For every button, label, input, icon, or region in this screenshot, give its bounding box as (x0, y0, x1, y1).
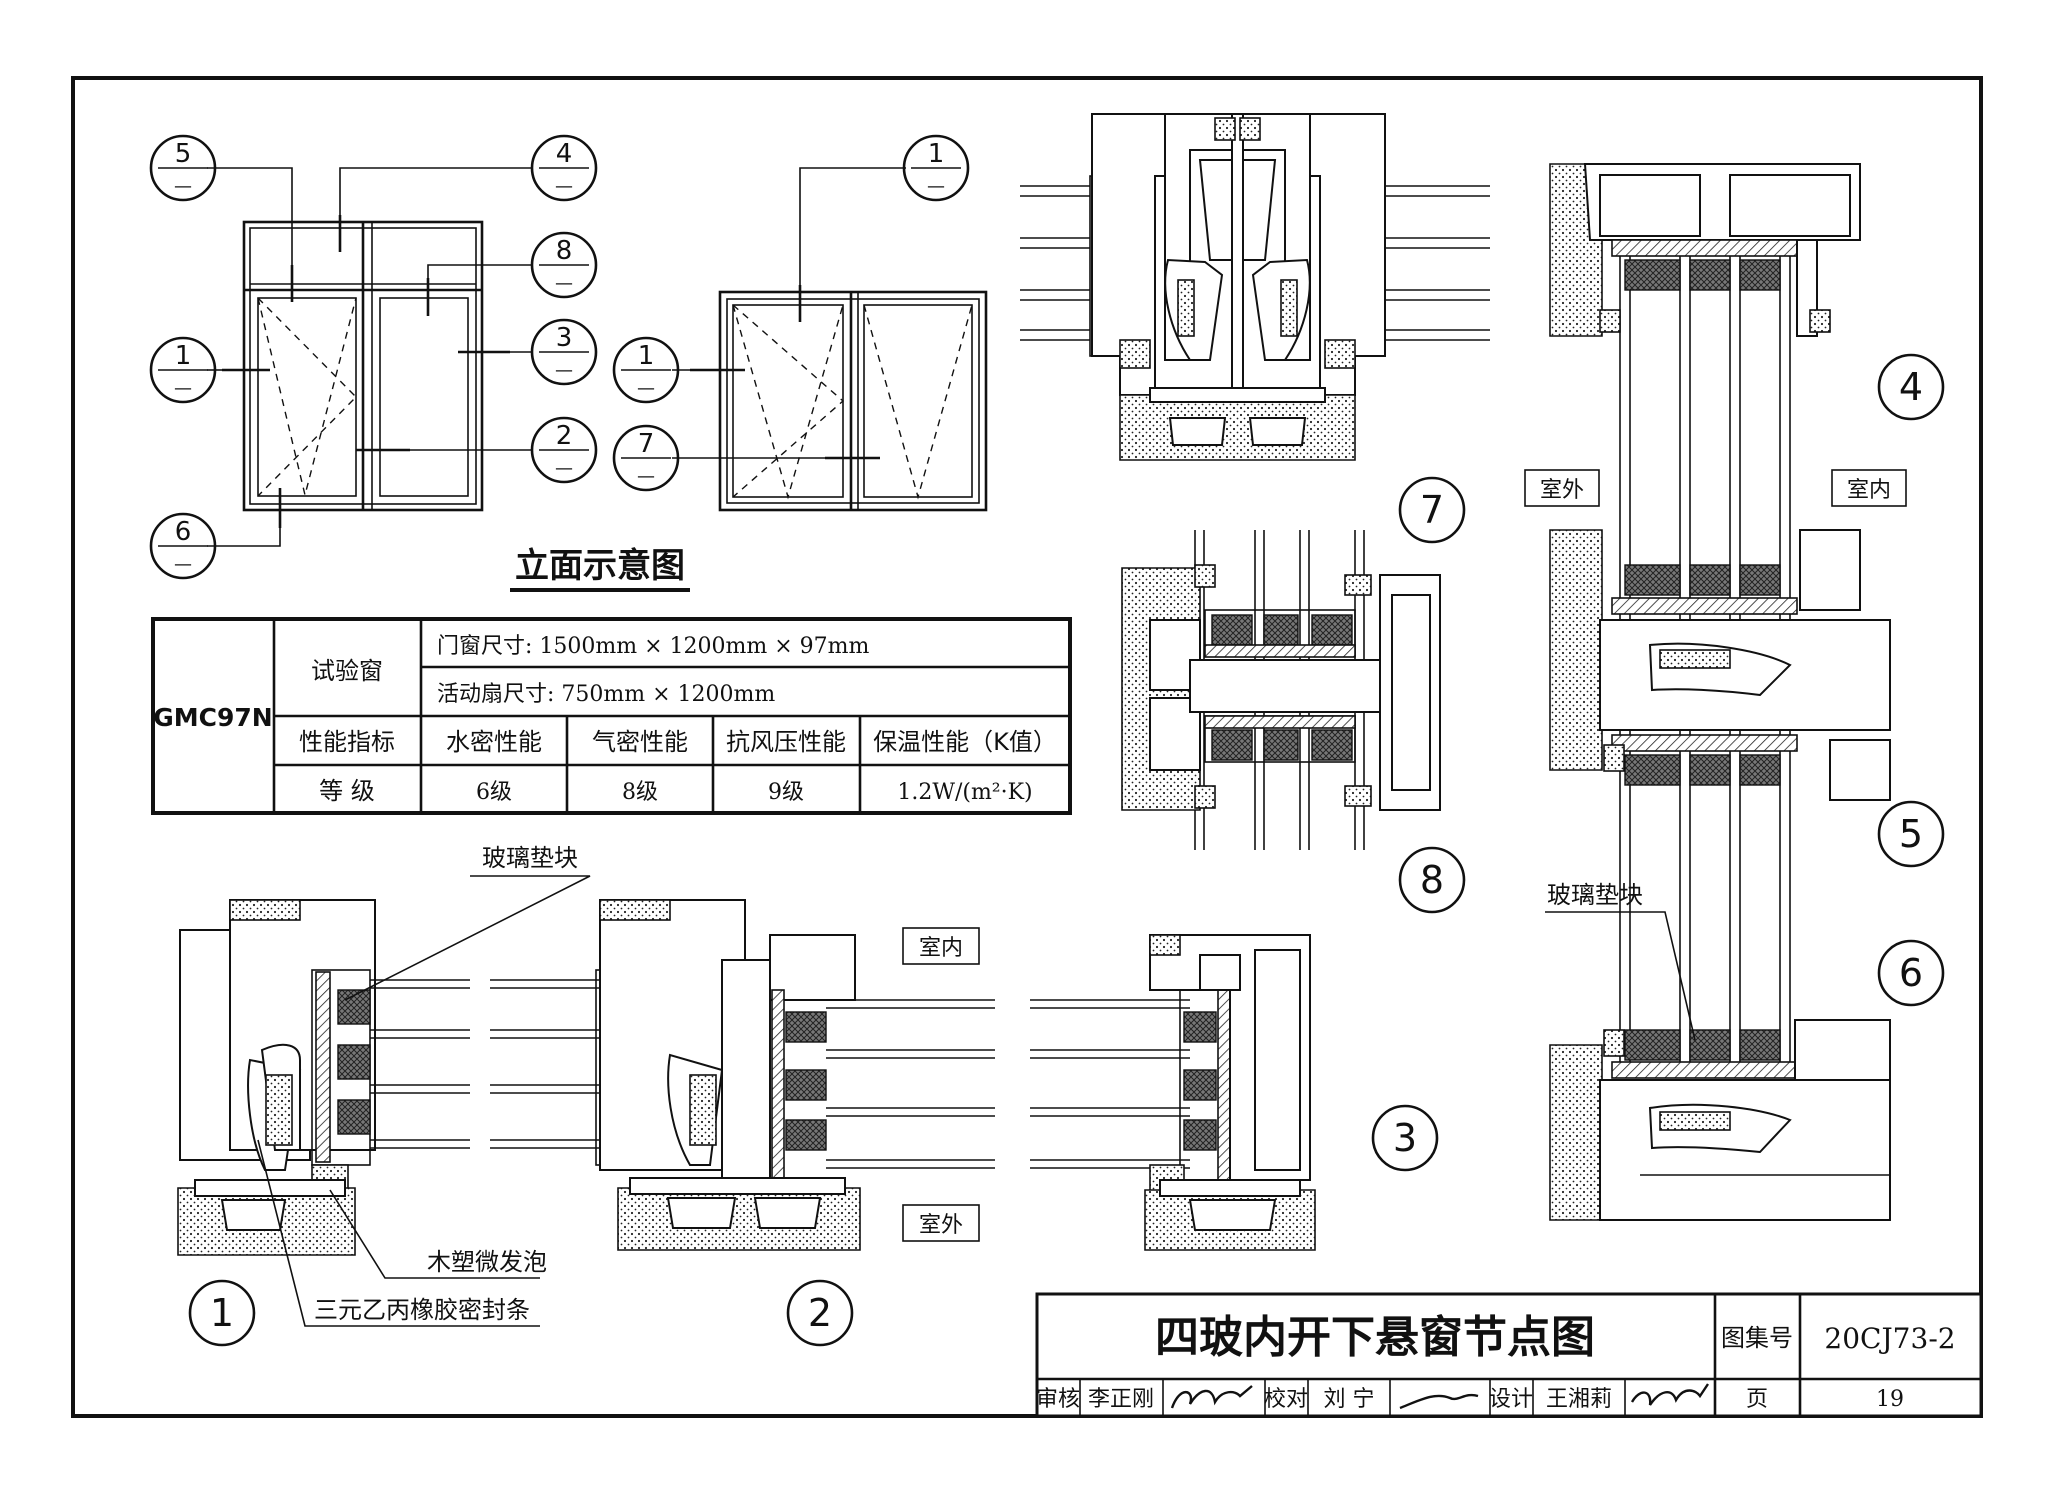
indoor-label-bottom: 室内 (919, 936, 963, 961)
reviewer-name: 李正刚 (1088, 1387, 1154, 1412)
callout-1-right: 1 — (612, 336, 680, 404)
review-label: 审核 (1036, 1387, 1080, 1412)
section-456-drawing (1549, 163, 1891, 1221)
section-8-drawing (1121, 530, 1441, 850)
table-sash-size: 活动扇尺寸: 750mm × 1200mm (437, 682, 775, 707)
svg-text:7: 7 (638, 429, 655, 459)
section-5-label: 5 (1899, 812, 1923, 856)
title-block: 四玻内开下悬窗节点图 图集号 20CJ73-2 审核 李正刚 校对 刘 宁 设计… (1035, 1292, 1983, 1418)
svg-text:3: 3 (556, 323, 573, 353)
svg-text:—: — (174, 554, 192, 575)
table-grade-water: 6级 (476, 780, 512, 805)
designer-signature (1630, 1383, 1709, 1406)
outdoor-label-right: 室外 (1540, 478, 1584, 503)
section-2-drawing (490, 899, 995, 1251)
elevation-title: 立面示意图 (515, 546, 685, 586)
section-7-label: 7 (1420, 488, 1444, 532)
svg-text:5: 5 (175, 139, 192, 169)
svg-text:—: — (637, 466, 655, 487)
svg-text:4: 4 (556, 139, 573, 169)
svg-text:—: — (555, 273, 573, 294)
callout-5: 5 — (149, 134, 217, 202)
elevation-diagram: 5 — 4 — 8 — 1 — 3 — (149, 134, 988, 592)
design-label: 设计 (1489, 1387, 1533, 1412)
svg-text:1: 1 (928, 139, 945, 169)
table-grade-thermal: 1.2W/(m²·K) (897, 780, 1032, 805)
callout-1-left: 1 — (149, 336, 217, 404)
glass-spacer-label-bottom: 玻璃垫块 (482, 844, 578, 872)
table-header-air: 气密性能 (592, 728, 688, 756)
designer-name: 王湘莉 (1546, 1387, 1612, 1412)
wpc-foam-label: 木塑微发泡 (427, 1248, 547, 1276)
glass-spacer-label-right: 玻璃垫块 (1547, 881, 1643, 909)
callout-1-top-right: 1 — (902, 134, 970, 202)
spec-table: GMC97N 试验窗 门窗尺寸: 1500mm × 1200mm × 97mm … (151, 617, 1072, 815)
indoor-label-right: 室内 (1847, 478, 1891, 503)
page-label: 页 (1746, 1387, 1768, 1412)
table-grade-wind: 9级 (768, 780, 804, 805)
svg-text:—: — (555, 458, 573, 479)
section-7-drawing (1020, 113, 1490, 461)
table-perf-label: 性能指标 (299, 728, 395, 756)
section-3-drawing (1030, 934, 1316, 1251)
atlas-label: 图集号 (1721, 1324, 1793, 1352)
svg-text:—: — (555, 176, 573, 197)
callout-6: 6 — (149, 512, 217, 580)
svg-text:—: — (927, 176, 945, 197)
svg-text:8: 8 (556, 236, 573, 266)
callout-2: 2 — (530, 416, 598, 484)
svg-text:—: — (555, 360, 573, 381)
checker-signature (1399, 1393, 1479, 1410)
svg-text:6: 6 (175, 517, 192, 547)
sheet-border (71, 76, 1983, 1418)
check-label: 校对 (1264, 1387, 1308, 1412)
section-2-label: 2 (808, 1291, 832, 1335)
callout-8: 8 — (530, 231, 598, 299)
callout-4: 4 — (530, 134, 598, 202)
section-1-label: 1 (210, 1291, 234, 1335)
svg-text:—: — (174, 176, 192, 197)
table-header-water: 水密性能 (446, 728, 542, 756)
table-header-thermal: 保温性能（K值） (873, 728, 1057, 756)
callout-3: 3 — (530, 318, 598, 386)
table-grade-air: 8级 (622, 780, 658, 805)
reviewer-signature (1170, 1385, 1253, 1409)
svg-text:2: 2 (556, 421, 573, 451)
svg-text:—: — (637, 378, 655, 399)
table-header-wind: 抗风压性能 (726, 728, 846, 756)
table-test-window-label: 试验窗 (311, 657, 383, 685)
table-window-size: 门窗尺寸: 1500mm × 1200mm × 97mm (437, 634, 870, 659)
elevation-window-right (672, 167, 988, 512)
section-1-drawing (177, 899, 470, 1256)
section-4-label: 4 (1899, 365, 1923, 409)
outdoor-label-bottom: 室外 (919, 1213, 963, 1238)
page-number: 19 (1876, 1387, 1904, 1412)
callout-7: 7 — (612, 424, 680, 492)
section-8-label: 8 (1420, 858, 1444, 902)
elevation-window-left (207, 167, 532, 547)
section-6-label: 6 (1899, 951, 1923, 995)
svg-text:1: 1 (638, 341, 655, 371)
section-3-label: 3 (1393, 1116, 1417, 1160)
svg-text:—: — (174, 378, 192, 399)
epdm-seal-label: 三元乙丙橡胶密封条 (314, 1296, 530, 1324)
table-model: GMC97N (153, 703, 272, 732)
table-grade-label: 等 级 (319, 777, 375, 805)
drawing-title: 四玻内开下悬窗节点图 (1155, 1312, 1595, 1363)
svg-text:1: 1 (175, 341, 192, 371)
checker-name: 刘 宁 (1324, 1387, 1375, 1412)
atlas-number: 20CJ73-2 (1824, 1322, 1955, 1355)
